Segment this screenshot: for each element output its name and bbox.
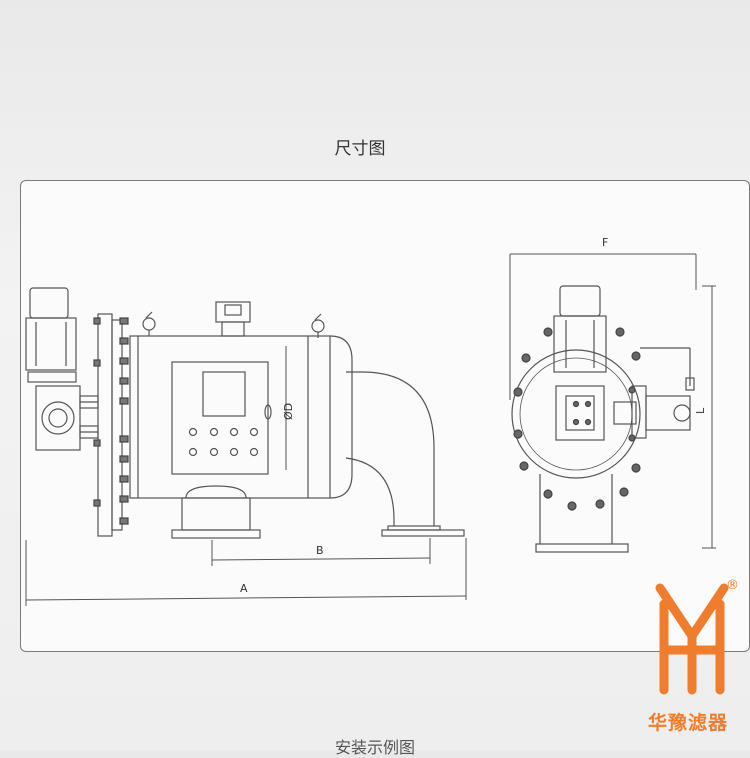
motor: [25, 287, 77, 383]
dimension-label-a: A: [240, 582, 248, 595]
end-view-flange: [511, 285, 695, 553]
brand-logo-icon: [655, 583, 729, 695]
dimension-label-d: ØD: [282, 403, 295, 420]
flange-bolts: [93, 317, 129, 525]
pressure-gauge-right: [311, 313, 325, 338]
outlet-elbow: [345, 371, 465, 537]
page-title: 尺寸图: [334, 139, 386, 159]
control-box: [171, 361, 272, 475]
dimension-label-f: F: [602, 236, 608, 249]
drain-outlet: [171, 485, 261, 539]
top-vent: [215, 301, 251, 337]
inlet-flange: [97, 313, 123, 537]
pressure-gauge-left: [142, 311, 156, 336]
brand-name: 华豫滤器: [648, 712, 729, 734]
dimension-label-l: L: [694, 407, 707, 414]
dimension-label-b: B: [316, 544, 324, 557]
control-buttons: [188, 427, 259, 457]
gearbox: [35, 385, 81, 451]
end-view-bolts: [513, 327, 641, 511]
next-section-title: 安装示例图: [335, 738, 416, 757]
dimension-lines-end: [509, 253, 716, 549]
dimension-lines-side: [25, 346, 467, 606]
registered-mark: ®: [726, 578, 739, 593]
